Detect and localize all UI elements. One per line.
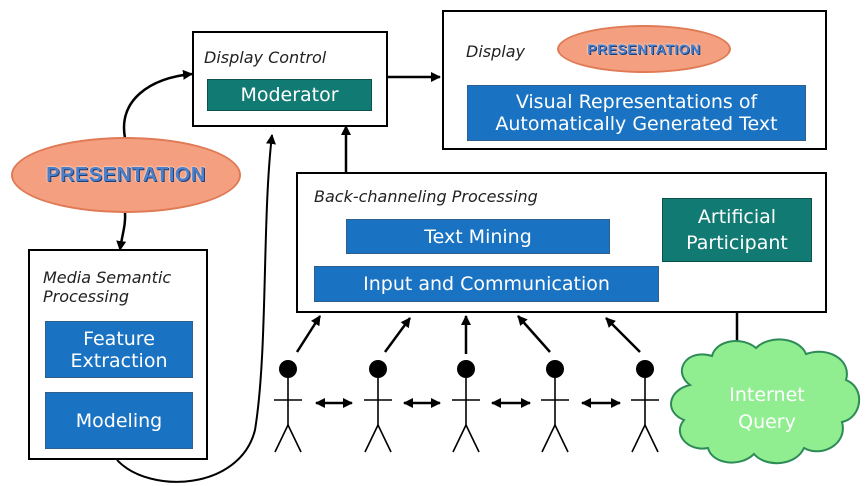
input-and-communication-box: Input and Communication bbox=[314, 266, 659, 302]
participant-figure-4 bbox=[541, 360, 569, 453]
participant-head bbox=[369, 360, 387, 378]
display-control-caption: Display Control bbox=[204, 48, 327, 67]
participant-figure-3 bbox=[452, 360, 480, 453]
participant-limb bbox=[644, 424, 659, 453]
display-presentation-label: PRESENTATION bbox=[587, 41, 701, 57]
back-channeling-box: Back-channeling Processing Text Mining I… bbox=[296, 172, 827, 313]
participants-group bbox=[274, 360, 659, 453]
participant-limb bbox=[274, 424, 289, 453]
participant-limb bbox=[364, 424, 379, 453]
internet-query-label-1: Internet bbox=[729, 384, 804, 406]
participant-head bbox=[546, 360, 564, 378]
participant-head bbox=[636, 360, 654, 378]
arrow-participant-1-up bbox=[295, 315, 322, 353]
presentation-oval: PRESENTATION bbox=[11, 137, 241, 213]
display-caption: Display bbox=[466, 42, 525, 61]
participant-limb bbox=[377, 424, 392, 453]
participant-limb bbox=[465, 424, 480, 453]
participant-limb bbox=[287, 424, 302, 453]
modeling-box: Modeling bbox=[45, 392, 193, 449]
visual-representations-box: Visual Representations of Automatically … bbox=[467, 85, 806, 141]
text-mining-box: Text Mining bbox=[346, 219, 610, 254]
arrow-participant-2-up bbox=[383, 317, 412, 353]
artificial-participant-box: Artificial Participant bbox=[662, 198, 812, 262]
display-box: Display PRESENTATION Visual Representati… bbox=[442, 10, 827, 150]
internet-query-label-2: Query bbox=[738, 411, 796, 433]
display-control-box: Display Control Moderator bbox=[192, 31, 388, 127]
back-channeling-caption: Back-channeling Processing bbox=[314, 187, 538, 206]
participant-limb bbox=[452, 424, 467, 453]
participant-head bbox=[279, 360, 297, 378]
arrow-participant-4-up bbox=[517, 315, 551, 353]
participant-head bbox=[457, 360, 475, 378]
internet-query-cloud bbox=[670, 338, 861, 465]
participant-figure-2 bbox=[364, 360, 392, 453]
participant-figure-5 bbox=[631, 360, 659, 453]
arrow-media-to-control bbox=[116, 134, 276, 483]
feature-extraction-box: Feature Extraction bbox=[45, 321, 193, 378]
media-semantic-processing-box: Media Semantic Processing Feature Extrac… bbox=[28, 249, 208, 460]
display-presentation-oval: PRESENTATION bbox=[557, 25, 731, 73]
arrow-participant-5-up bbox=[605, 317, 641, 353]
participant-limb bbox=[541, 424, 556, 453]
participant-figure-1 bbox=[274, 360, 302, 453]
participant-limb bbox=[554, 424, 569, 453]
arrow-presentation-to-control bbox=[122, 69, 193, 139]
arrow-presentation-to-media bbox=[116, 211, 127, 251]
moderator-box: Moderator bbox=[207, 79, 372, 111]
participant-limb bbox=[631, 424, 646, 453]
media-semantic-caption: Media Semantic Processing bbox=[43, 268, 172, 306]
presentation-label: PRESENTATION bbox=[46, 163, 206, 186]
